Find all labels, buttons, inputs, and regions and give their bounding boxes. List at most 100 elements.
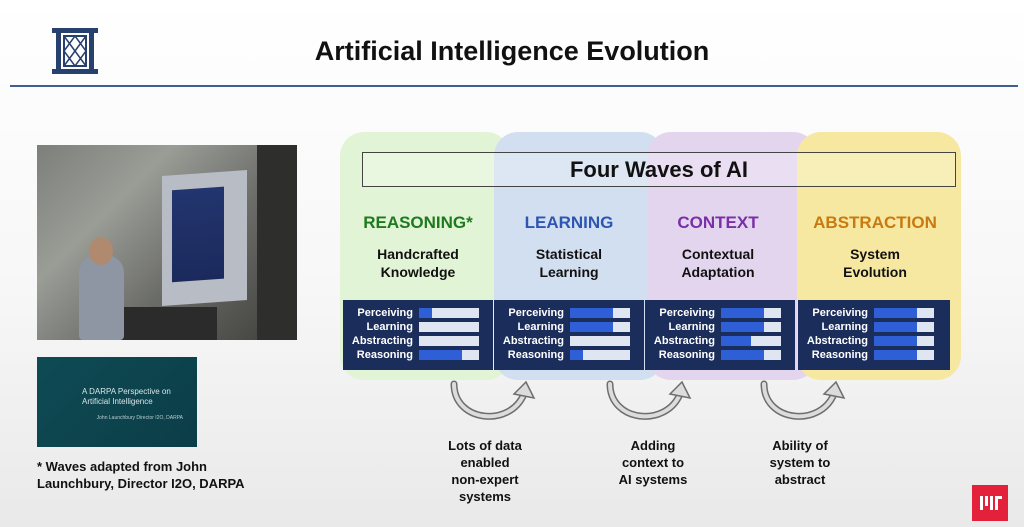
capability-bar <box>721 308 781 318</box>
transition-text-data: Lots of data enabled non-expert systems <box>430 437 540 505</box>
capability-label: Perceiving <box>357 307 413 319</box>
capability-bar <box>419 308 479 318</box>
four-waves-banner: Four Waves of AI <box>362 152 956 187</box>
slide-title: Artificial Intelligence Evolution <box>314 36 710 66</box>
wave-subtitle-line: Adaptation <box>681 264 755 280</box>
transition-text-abstract: Ability of system to abstract <box>745 437 855 488</box>
capability-bar <box>721 350 781 360</box>
wave-subtitle-line: Evolution <box>843 264 907 280</box>
institution-logo-icon <box>52 28 98 74</box>
capability-label: Abstracting <box>502 335 564 347</box>
capability-bar-fill <box>419 308 433 318</box>
wave-subtitle-learning: Statistical Learning <box>494 245 644 281</box>
title-divider <box>10 85 1018 87</box>
video-projector-screen <box>162 170 247 306</box>
mit-logo-icon <box>972 485 1008 521</box>
capability-row: Learning <box>347 320 489 334</box>
capability-bar-fill <box>874 350 918 360</box>
wave-subtitle-reasoning: Handcrafted Knowledge <box>343 245 493 281</box>
capability-label: Reasoning <box>356 349 413 361</box>
wave-subtitle-line: Learning <box>539 264 599 280</box>
capability-label: Abstracting <box>653 335 715 347</box>
wave-title-learning: LEARNING <box>524 213 614 232</box>
capability-row: Perceiving <box>498 306 640 320</box>
wave-subtitle-line: Handcrafted <box>377 246 459 262</box>
video-projected-slide <box>172 186 224 283</box>
capability-row: Perceiving <box>802 306 946 320</box>
video-speaker-head <box>89 237 113 265</box>
wave-title-reasoning: REASONING* <box>363 213 473 232</box>
capability-bar-fill <box>570 308 614 318</box>
wave-title-context: CONTEXT <box>677 213 759 232</box>
capability-label: Perceiving <box>659 307 715 319</box>
capability-bar-fill <box>874 336 918 346</box>
capability-bar <box>570 322 630 332</box>
capability-bar-fill <box>570 350 584 360</box>
wave-title-abstraction: ABSTRACTION <box>813 213 937 232</box>
transition-line: abstract <box>774 472 826 487</box>
transition-line: systems <box>458 489 512 504</box>
capability-row: Reasoning <box>649 348 791 362</box>
capability-bar-fill <box>721 322 765 332</box>
capability-bar <box>570 308 630 318</box>
capability-label: Perceiving <box>508 307 564 319</box>
wave-subtitle-abstraction: System Evolution <box>796 245 954 281</box>
capability-row: Learning <box>802 320 946 334</box>
video-wall <box>257 145 297 340</box>
speaker-video <box>37 145 297 340</box>
capability-bar <box>874 336 934 346</box>
transition-line: system to <box>769 455 831 470</box>
transition-line: Ability of <box>772 438 828 453</box>
capability-bar <box>570 350 630 360</box>
capability-label: Reasoning <box>507 349 564 361</box>
wave-subtitle-line: Knowledge <box>380 264 456 280</box>
capability-bar <box>874 322 934 332</box>
wave-subtitle-context: Contextual Adaptation <box>643 245 793 281</box>
wave-subtitle-line: Statistical <box>535 246 603 262</box>
capability-bar <box>721 322 781 332</box>
transition-line: context to <box>621 455 685 470</box>
capability-bar <box>419 322 479 332</box>
capability-bar <box>874 308 934 318</box>
capability-bar <box>419 336 479 346</box>
capability-panel-learning: Perceiving Learning Abstracting Reasonin… <box>494 300 644 370</box>
transition-line: AI systems <box>618 472 688 487</box>
capability-bar-fill <box>570 322 614 332</box>
capability-bar-fill <box>874 322 918 332</box>
darpa-slide-thumbnail: A DARPA Perspective on Artificial Intell… <box>37 357 197 447</box>
transition-line: enabled <box>460 455 510 470</box>
capability-panel-abstraction: Perceiving Learning Abstracting Reasonin… <box>798 300 950 370</box>
transition-text-context: Adding context to AI systems <box>598 437 708 488</box>
transition-line: non-expert <box>451 472 519 487</box>
thumbnail-subtitle: John Launchbury Director I2O, DARPA <box>96 415 183 421</box>
capability-row: Abstracting <box>802 334 946 348</box>
capability-label: Perceiving <box>812 307 868 319</box>
capability-bar-fill <box>721 336 751 346</box>
capability-row: Perceiving <box>347 306 489 320</box>
capability-row: Abstracting <box>649 334 791 348</box>
capability-label: Learning <box>366 321 413 333</box>
capability-label: Learning <box>668 321 715 333</box>
footnote: * Waves adapted from John Launchbury, Di… <box>37 459 245 491</box>
capability-row: Reasoning <box>498 348 640 362</box>
capability-panel-context: Perceiving Learning Abstracting Reasonin… <box>645 300 795 370</box>
capability-bar <box>721 336 781 346</box>
transition-line: Adding <box>630 438 676 453</box>
capability-panel-reasoning: Perceiving Learning Abstracting Reasonin… <box>343 300 493 370</box>
capability-label: Reasoning <box>811 349 868 361</box>
capability-bar-fill <box>721 350 765 360</box>
cycle-arrow-icon <box>606 380 692 420</box>
wave-subtitle-line: System <box>850 246 900 262</box>
capability-label: Reasoning <box>658 349 715 361</box>
capability-label: Abstracting <box>351 335 413 347</box>
cycle-arrow-icon <box>760 380 846 420</box>
capability-bar <box>874 350 934 360</box>
capability-row: Reasoning <box>802 348 946 362</box>
video-speaker <box>79 255 124 340</box>
capability-label: Learning <box>517 321 564 333</box>
transition-line: Lots of data <box>448 438 522 453</box>
capability-row: Reasoning <box>347 348 489 362</box>
capability-bar-fill <box>721 308 765 318</box>
cycle-arrow-icon <box>450 380 536 420</box>
capability-label: Abstracting <box>806 335 868 347</box>
